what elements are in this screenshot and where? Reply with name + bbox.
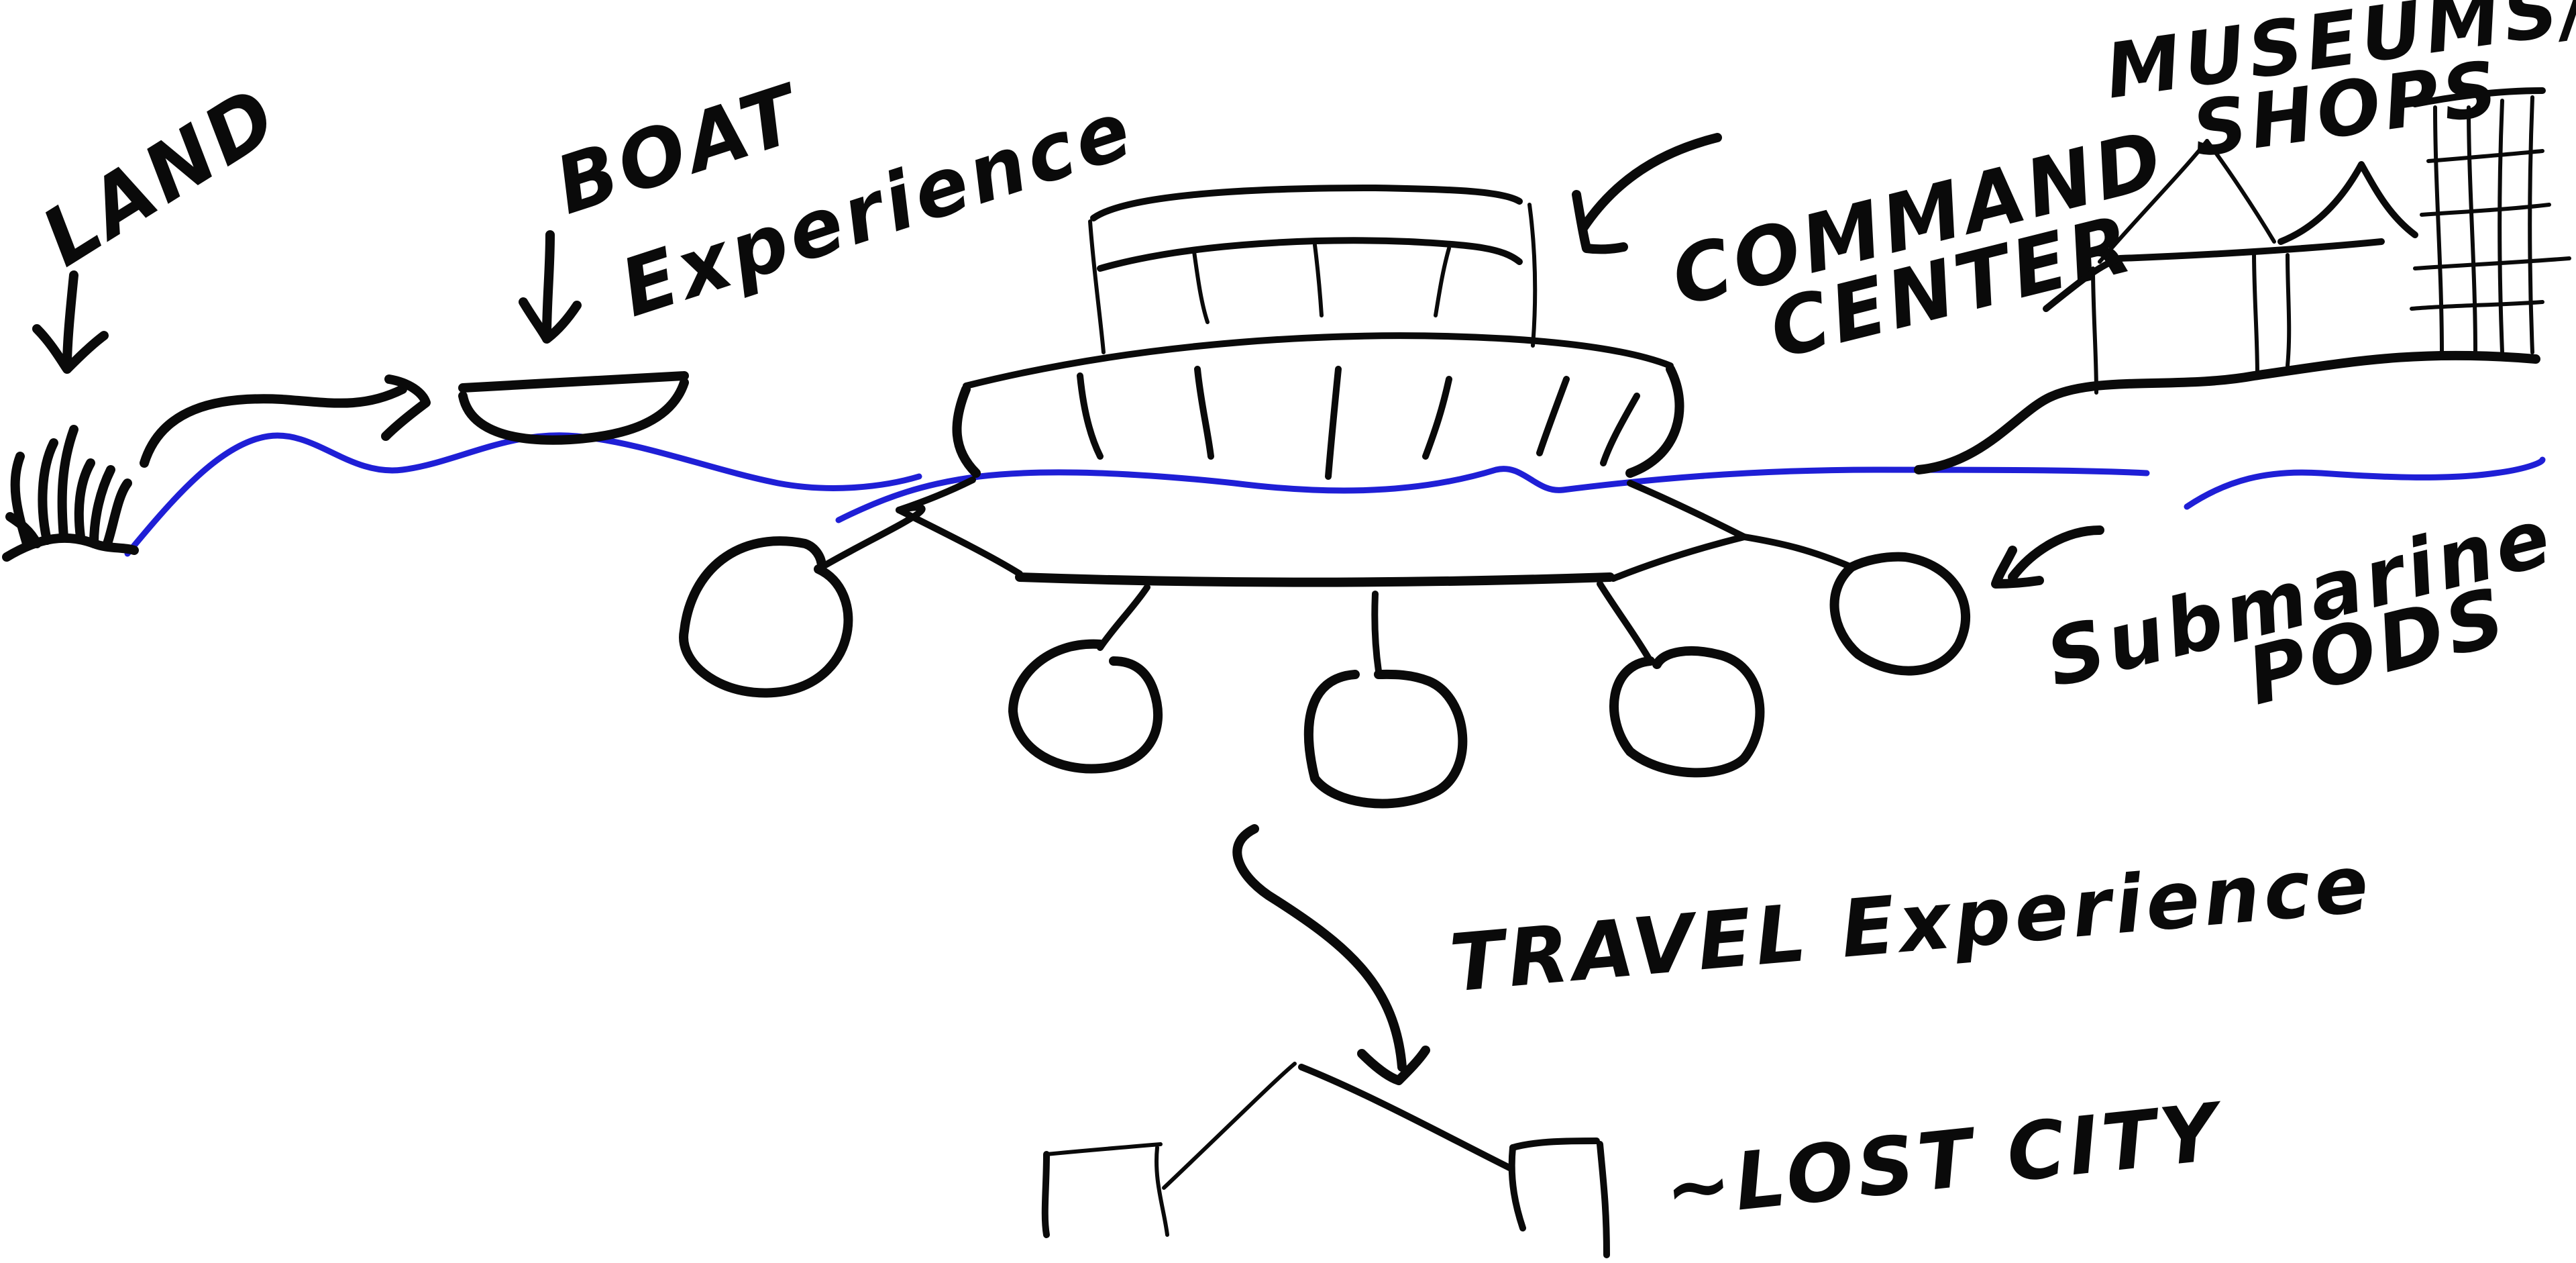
boat: [458, 371, 689, 445]
label-travel-experience: TRAVEL Experience: [1446, 837, 2376, 1010]
lost-city: [1041, 1062, 1610, 1258]
land-arrow-icon: [32, 270, 109, 374]
label-land: LAND: [26, 68, 296, 284]
travel-arrow-icon: [1232, 824, 1430, 1085]
submarine-pods: [679, 476, 2104, 809]
command-center: [952, 133, 1722, 480]
water-surface: [124, 432, 2546, 557]
land-to-boat-arrow-icon: [140, 374, 431, 468]
museums-shops: [1914, 87, 2571, 474]
boat-arrow-icon: [519, 230, 582, 344]
land-grass: [2, 425, 139, 562]
label-lost-city: ~LOST CITY: [1660, 1085, 2229, 1236]
